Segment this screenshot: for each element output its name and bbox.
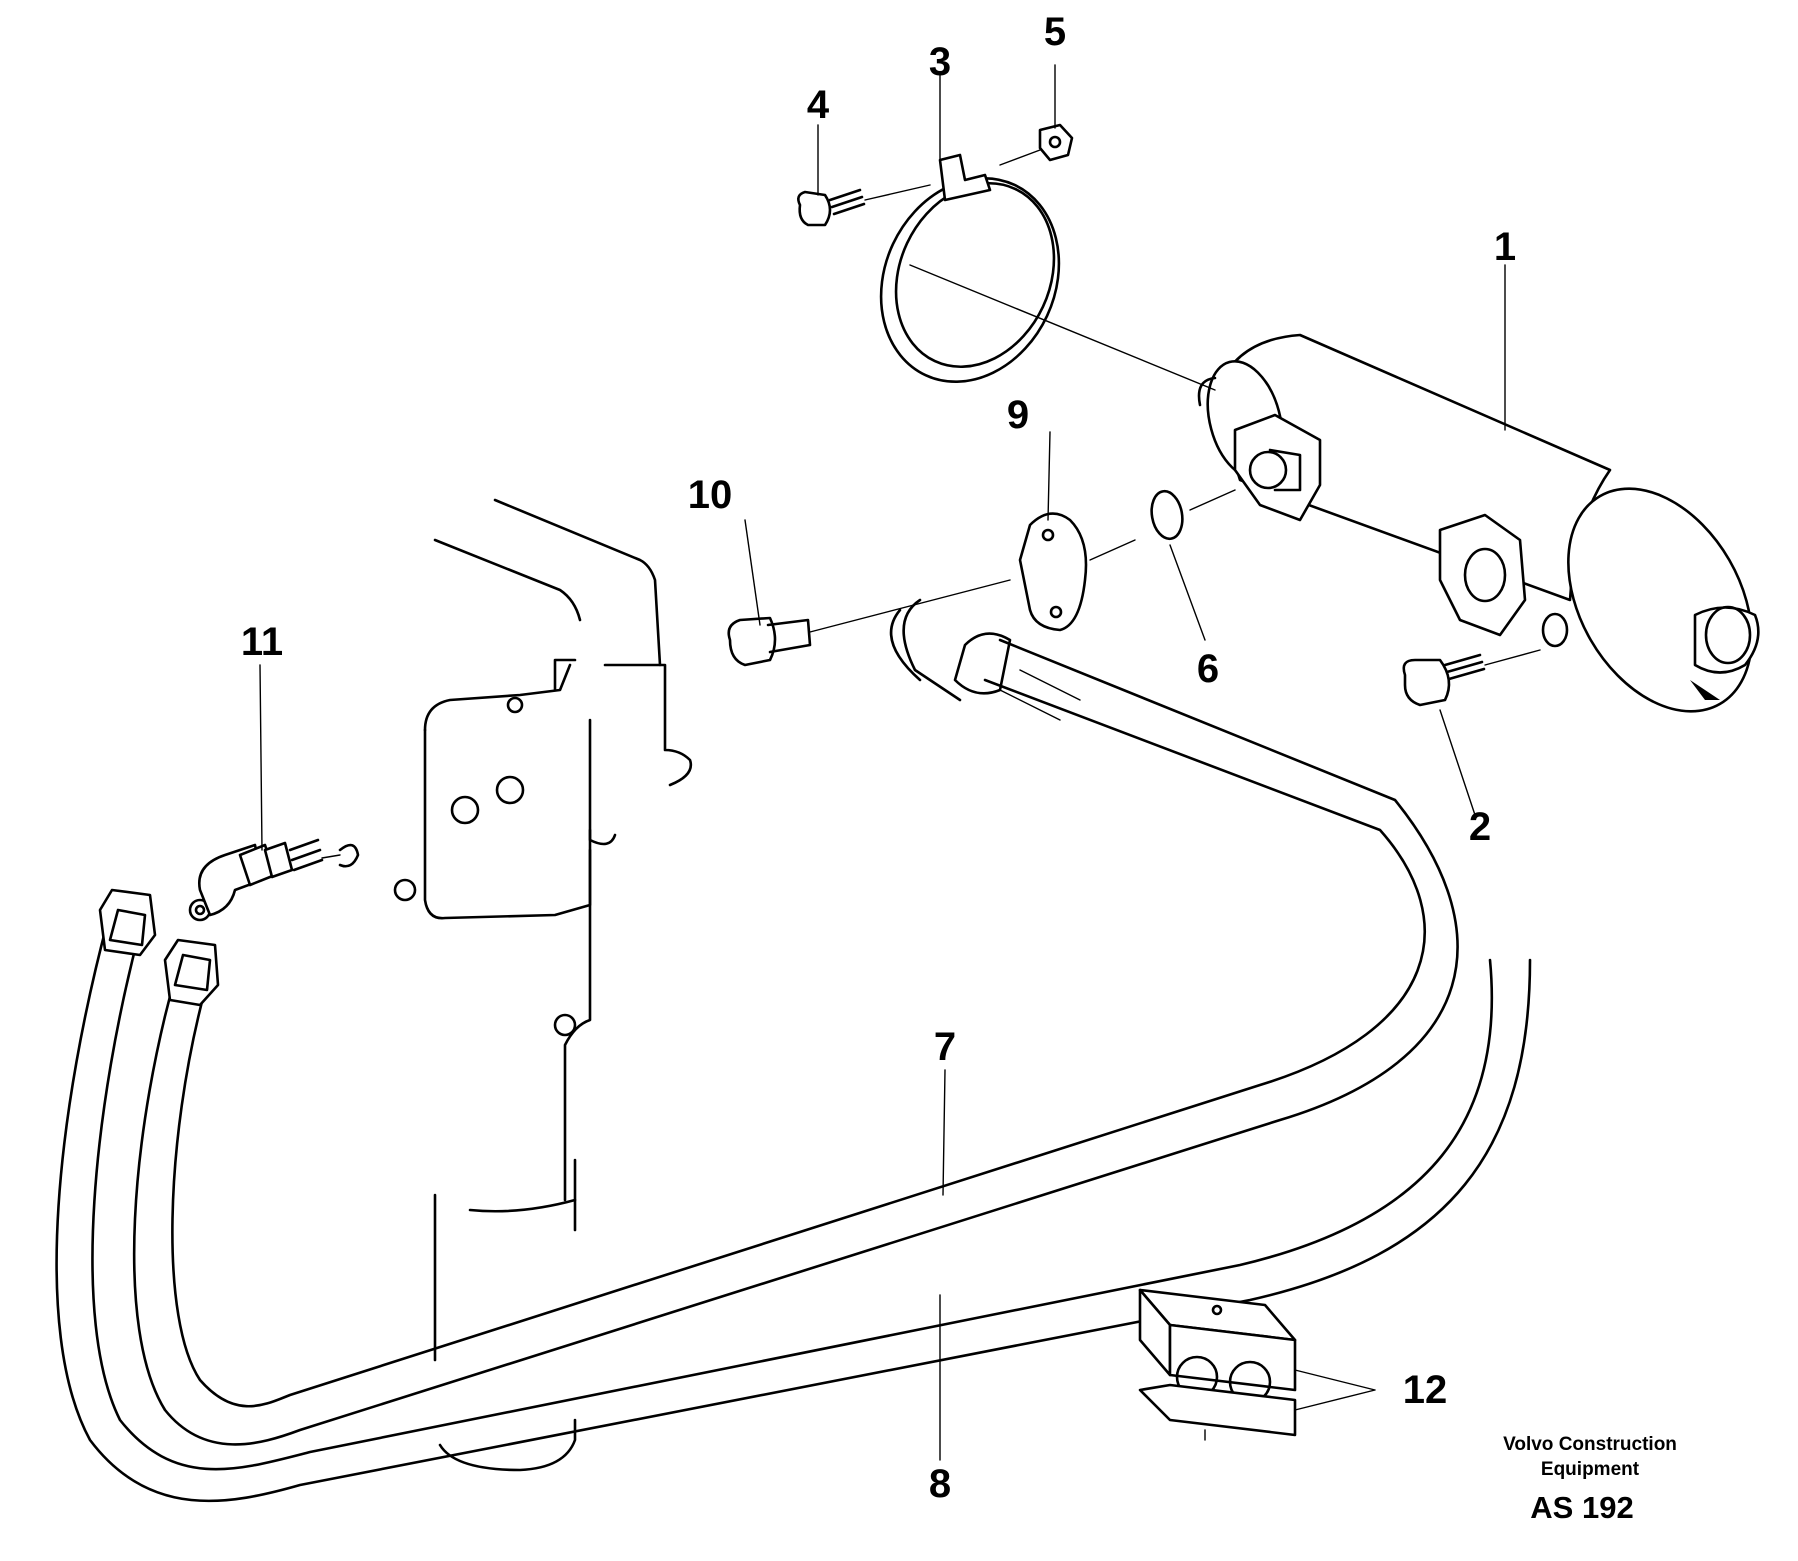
hose-8 — [55, 918, 1532, 1503]
callout-12: 12 — [1403, 1368, 1448, 1412]
callout-6: 6 — [1197, 647, 1219, 691]
brand-line-1: Volvo Construction — [1503, 1434, 1677, 1455]
part-11-elbow — [198, 838, 360, 917]
brand-line-2: Equipment — [1541, 1459, 1640, 1480]
callout-2: 2 — [1469, 805, 1491, 849]
footer: Volvo Construction Equipment AS 192 — [1503, 1434, 1677, 1525]
part-2-plug — [1402, 649, 1541, 707]
callout-3: 3 — [929, 40, 951, 84]
part-12-clamp-blocks — [1138, 1288, 1297, 1441]
figure-code: AS 192 — [1530, 1490, 1633, 1525]
callout-11: 11 — [241, 620, 283, 664]
callout-7: 7 — [934, 1025, 956, 1069]
part-9-flange — [1018, 512, 1136, 632]
valve-housing — [393, 498, 693, 1472]
callout-1: 1 — [1494, 225, 1516, 269]
part-6-o-ring — [1150, 489, 1236, 541]
leader-lines — [259, 64, 1506, 1461]
hose-7 — [132, 598, 1459, 1446]
part-1-oil-cooler — [1197, 333, 1760, 713]
hose-fittings-left — [98, 888, 220, 1007]
callouts: 1 2 3 4 5 6 7 8 9 10 11 12 — [241, 10, 1516, 1506]
callout-4: 4 — [807, 83, 830, 127]
callout-8: 8 — [929, 1462, 951, 1506]
part-5-nut — [999, 123, 1074, 166]
callout-5: 5 — [1044, 10, 1066, 54]
part-10-screw — [727, 579, 1011, 667]
callout-10: 10 — [688, 473, 733, 517]
callout-9: 9 — [1007, 393, 1029, 437]
part-4-bolt — [797, 184, 931, 227]
part-3-clamp — [879, 153, 1216, 391]
